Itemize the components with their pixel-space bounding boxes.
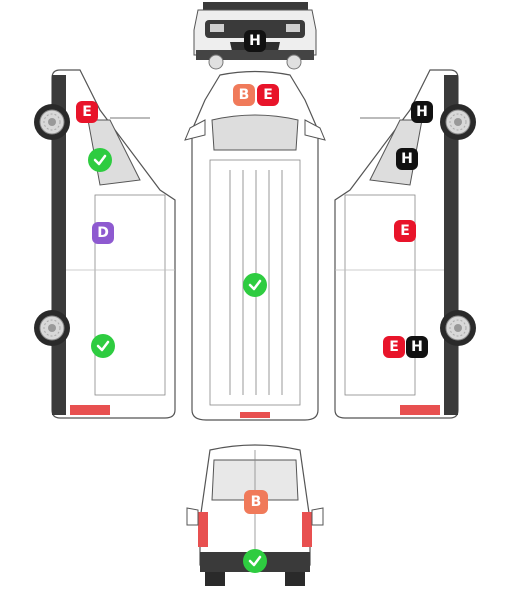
marker-left-check-lower[interactable] bbox=[91, 334, 115, 358]
marker-right-h-lower[interactable]: H bbox=[406, 336, 428, 358]
marker-left-check-upper[interactable] bbox=[88, 148, 112, 172]
check-icon bbox=[96, 340, 110, 352]
marker-front-h[interactable]: H bbox=[244, 30, 266, 52]
marker-right-h-upper[interactable]: H bbox=[411, 101, 433, 123]
marker-top-check[interactable] bbox=[243, 273, 267, 297]
marker-rear-check[interactable] bbox=[243, 549, 267, 573]
marker-rear-b[interactable]: B bbox=[244, 490, 268, 514]
top-view bbox=[184, 70, 326, 421]
marker-top-e[interactable]: E bbox=[257, 84, 279, 106]
check-icon bbox=[93, 154, 107, 166]
marker-right-h-mid[interactable]: H bbox=[396, 148, 418, 170]
marker-top-b[interactable]: B bbox=[233, 84, 255, 106]
marker-left-d[interactable]: D bbox=[92, 222, 114, 244]
check-icon bbox=[248, 555, 262, 567]
check-icon bbox=[248, 279, 262, 291]
marker-right-e-mid[interactable]: E bbox=[394, 220, 416, 242]
marker-left-e[interactable]: E bbox=[76, 101, 98, 123]
left-side-view bbox=[33, 69, 176, 419]
marker-right-e-lower[interactable]: E bbox=[383, 336, 405, 358]
rear-view bbox=[186, 444, 324, 586]
right-side-view bbox=[334, 69, 477, 419]
